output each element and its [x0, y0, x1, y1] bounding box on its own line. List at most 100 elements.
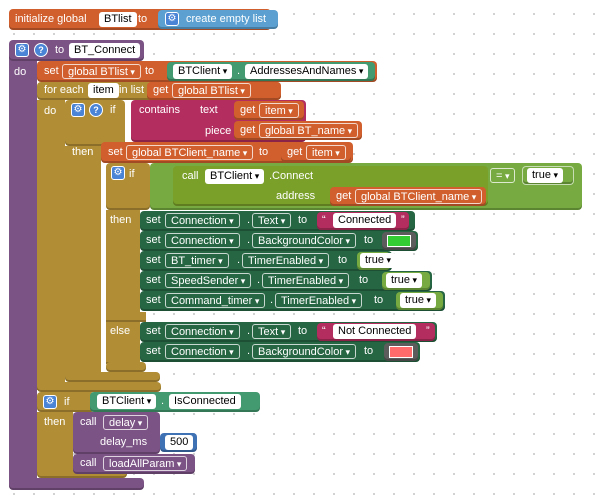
foreach-frame	[37, 100, 65, 390]
property-dropdown[interactable]: BackgroundColor	[252, 344, 357, 359]
procedure-frame[interactable]	[9, 40, 37, 490]
property-dropdown[interactable]: Text	[252, 213, 292, 228]
text-value-field[interactable]: Not Connected	[333, 324, 417, 339]
help-icon[interactable]: ?	[89, 103, 103, 117]
foreach-var-field[interactable]: item	[88, 83, 119, 98]
text-value-field[interactable]: Connected	[333, 213, 397, 228]
set-command-timer-block[interactable]: set Command_timer . TimerEnabled to true	[140, 291, 445, 311]
in-list-label: in list	[119, 84, 145, 96]
call-loadallparam-block[interactable]: call loadAllParam	[73, 454, 195, 474]
procedure-dropdown[interactable]: loadAllParam	[103, 456, 188, 471]
color-block[interactable]	[384, 343, 418, 361]
dot-separator: .	[237, 65, 241, 77]
btclient-isconnected-getter[interactable]: BTClient . IsConnected	[90, 392, 260, 412]
component-dropdown[interactable]: Connection	[165, 344, 240, 359]
set-to-label: to	[145, 65, 155, 77]
set-connection-text-else-block[interactable]: set Connection . Text to “ Not Connected…	[140, 322, 437, 342]
global-var-name-field[interactable]: BTlist	[99, 12, 137, 27]
procedure-footer	[9, 478, 144, 490]
pink-color-swatch[interactable]	[389, 346, 413, 358]
property-dropdown[interactable]: TimerEnabled	[275, 293, 363, 308]
get-bt-name-block[interactable]: get global BT_name	[234, 121, 362, 140]
procedure-name-field[interactable]: BT_Connect	[69, 43, 141, 58]
then-label: then	[72, 146, 94, 158]
set-bt-timer-block[interactable]: set BT_timer . TimerEnabled to true	[140, 251, 396, 271]
gear-icon[interactable]: ⚙	[15, 43, 29, 57]
contains-label: contains	[139, 104, 180, 116]
set-target-dropdown[interactable]: global BTlist	[62, 64, 141, 79]
set-btclient-name-block[interactable]: set global BTClient_name to get item	[101, 142, 353, 163]
component-dropdown[interactable]: BT_timer	[165, 253, 229, 268]
delay-param-label: delay_ms	[100, 436, 148, 448]
procedure-header[interactable]: ⚙ ? to BT_Connect	[9, 40, 144, 61]
procedure-dropdown[interactable]: delay	[103, 415, 149, 430]
initialize-global-block[interactable]: initialize global BTlist to ⚙ create emp…	[9, 9, 278, 30]
component-dropdown[interactable]: Command_timer	[165, 293, 266, 308]
inner-if-header[interactable]: ⚙ if	[106, 163, 150, 210]
foreach-block-header[interactable]: for each item in list get global BTlist	[37, 82, 281, 100]
get-var-dropdown[interactable]: item	[259, 103, 299, 118]
component-dropdown[interactable]: BTClient	[173, 64, 233, 79]
gear-icon[interactable]: ⚙	[165, 12, 179, 26]
set-to-label: to	[338, 254, 348, 266]
true-block[interactable]: true	[396, 292, 443, 310]
get-btlist-block[interactable]: get global BTlist	[147, 82, 281, 100]
dot-separator: .	[161, 395, 165, 407]
procedure-to-label: to	[55, 44, 65, 56]
dot-separator: .	[247, 345, 251, 357]
color-block[interactable]	[382, 232, 416, 250]
if-connected-header[interactable]: ⚙ if	[37, 392, 95, 412]
get-var-dropdown[interactable]: item	[306, 145, 346, 160]
gear-icon[interactable]: ⚙	[71, 103, 85, 117]
foreach-label: for each	[44, 84, 84, 96]
get-btclient-name-block[interactable]: get global BTClient_name	[330, 187, 486, 206]
true-dropdown[interactable]: true	[527, 168, 563, 183]
get-var-dropdown[interactable]: global BT_name	[259, 123, 359, 138]
get-var-dropdown[interactable]: global BTlist	[172, 83, 251, 98]
call-delay-block[interactable]: call delay delay_ms	[73, 412, 160, 454]
true-dropdown[interactable]: true	[400, 293, 436, 308]
number-field[interactable]: 500	[165, 435, 194, 450]
component-dropdown[interactable]: BTClient	[205, 169, 265, 184]
property-dropdown[interactable]: Text	[252, 324, 292, 339]
component-dropdown[interactable]: Connection	[165, 213, 240, 228]
text-literal-block[interactable]: “ Not Connected ”	[317, 323, 435, 341]
set-speedsender-block[interactable]: set SpeedSender . TimerEnabled to true	[140, 271, 432, 291]
true-block[interactable]: true	[357, 252, 396, 270]
true-block[interactable]: true	[382, 272, 430, 290]
gear-icon[interactable]: ⚙	[111, 166, 125, 180]
set-connection-text-block[interactable]: set Connection . Text to “ Connected ”	[140, 211, 415, 231]
set-connection-bgcolor-block[interactable]: set Connection . BackgroundColor to	[140, 231, 418, 251]
set-btlist-block[interactable]: set global BTlist to BTClient . Addresse…	[37, 61, 377, 82]
text-literal-block[interactable]: “ Connected ”	[317, 212, 409, 230]
property-field[interactable]: IsConnected	[169, 394, 241, 409]
number-block[interactable]: 500	[160, 433, 197, 452]
component-dropdown[interactable]: Connection	[165, 233, 240, 248]
property-dropdown[interactable]: AddressesAndNames	[245, 64, 369, 79]
green-color-swatch[interactable]	[387, 235, 411, 247]
property-dropdown[interactable]: TimerEnabled	[262, 273, 350, 288]
gear-icon[interactable]: ⚙	[43, 395, 57, 409]
help-icon[interactable]: ?	[34, 43, 48, 57]
inner-if-footer	[106, 362, 146, 372]
if-contains-header[interactable]: ⚙ ? if	[65, 100, 125, 146]
btclient-addresses-getter[interactable]: BTClient . AddressesAndNames	[167, 62, 375, 81]
set-label: set	[146, 294, 161, 306]
compare-op-dropdown[interactable]: =	[490, 168, 516, 183]
set-target-dropdown[interactable]: global BTClient_name	[126, 145, 254, 160]
get-var-dropdown[interactable]: global BTClient_name	[355, 189, 483, 204]
get-item-block[interactable]: get item	[234, 101, 304, 120]
get-item-block[interactable]: get item	[281, 143, 351, 162]
create-empty-list-block[interactable]: ⚙ create empty list	[158, 10, 278, 29]
set-connection-bgcolor-else-block[interactable]: set Connection . BackgroundColor to	[140, 342, 420, 362]
close-quote: ”	[401, 214, 405, 226]
component-dropdown[interactable]: Connection	[165, 324, 240, 339]
true-dropdown[interactable]: true	[386, 273, 422, 288]
property-dropdown[interactable]: BackgroundColor	[252, 233, 357, 248]
true-dropdown[interactable]: true	[360, 253, 396, 268]
property-dropdown[interactable]: TimerEnabled	[242, 253, 330, 268]
true-block[interactable]: true	[522, 166, 574, 185]
component-dropdown[interactable]: SpeedSender	[165, 273, 252, 288]
close-quote: ”	[426, 325, 430, 337]
component-dropdown[interactable]: BTClient	[97, 394, 157, 409]
